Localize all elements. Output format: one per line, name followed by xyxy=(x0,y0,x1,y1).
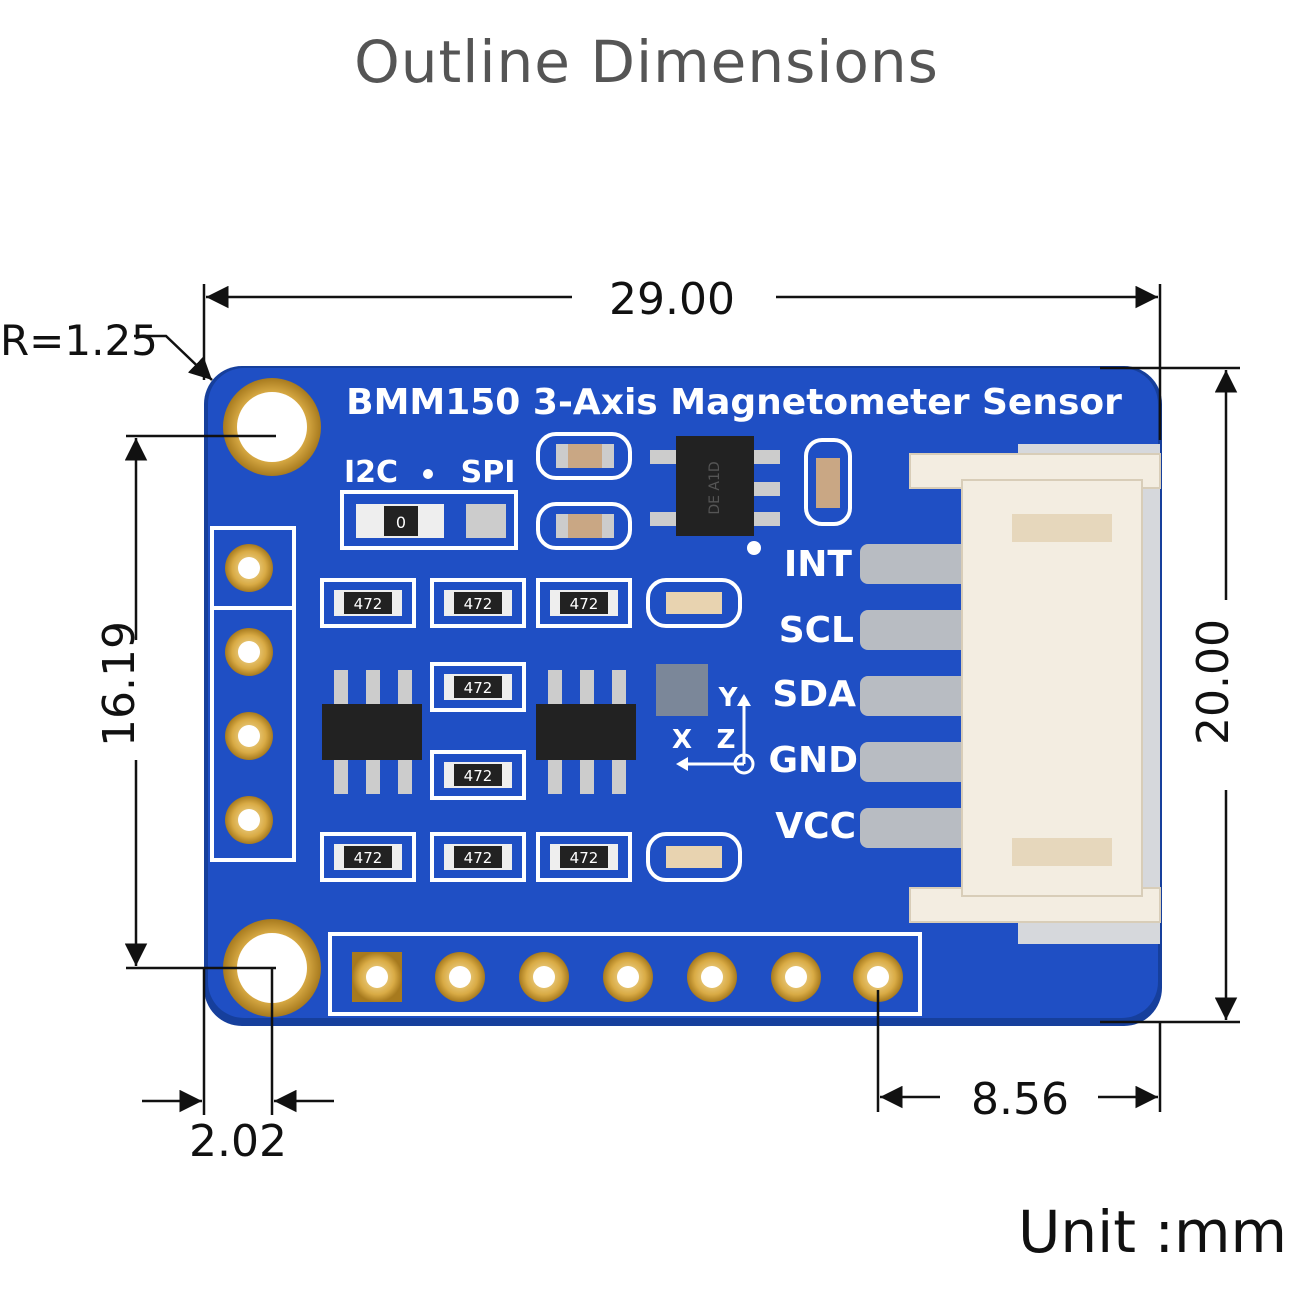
capacitor-c2 xyxy=(536,502,632,550)
i2c-label: I2C xyxy=(344,455,398,490)
pin-label-scl: SCL xyxy=(779,610,854,651)
capacitor-c5 xyxy=(646,832,742,882)
mosfet-chip-1 xyxy=(322,670,422,794)
connector-pins xyxy=(860,544,970,848)
jumper-dot xyxy=(423,469,433,479)
drawing-title: Outline Dimensions xyxy=(354,28,939,96)
axis-z-label: Z xyxy=(717,725,736,755)
pin-label-sda: SDA xyxy=(772,674,856,715)
spi-label: SPI xyxy=(461,455,516,490)
chip-marking: DE A1D xyxy=(707,461,723,514)
bottom-header xyxy=(328,932,922,1016)
jumper-box xyxy=(340,490,518,550)
pin-label-int: INT xyxy=(784,544,853,585)
axis-indicator: Y X Z xyxy=(672,683,755,775)
resistor-label: 472 xyxy=(354,595,383,613)
dim-height-label: 20.00 xyxy=(1188,619,1239,745)
resistor-r1: 472 xyxy=(320,578,416,628)
mosfet-chip-2 xyxy=(536,670,636,794)
resistor-r8: 472 xyxy=(536,832,632,882)
resistor-label: 472 xyxy=(464,595,493,613)
resistor-label: 472 xyxy=(464,849,493,867)
board-name-label: BMM150 3-Axis Magnetometer Sensor xyxy=(346,382,1122,423)
dim-width-label: 29.00 xyxy=(609,274,735,325)
regulator-chip: DE A1D xyxy=(650,436,780,536)
bmm150-sensor-chip xyxy=(656,664,708,716)
resistor-r2: 472 xyxy=(430,578,526,628)
pin-label-vcc: VCC xyxy=(775,806,856,847)
mounting-hole-top xyxy=(223,378,321,476)
axis-y-label: Y xyxy=(718,683,739,713)
pin1-dot xyxy=(747,541,761,555)
resistor-r7: 472 xyxy=(430,832,526,882)
capacitor-c3 xyxy=(804,438,852,526)
resistor-r4: 472 xyxy=(430,662,526,712)
resistor-label: 472 xyxy=(570,595,599,613)
dim-radius-label: R=1.25 xyxy=(0,316,158,365)
unit-label: Unit :mm xyxy=(1017,1198,1287,1266)
capacitor-c4 xyxy=(646,578,742,628)
pin-label-gnd: GND xyxy=(768,740,858,781)
jumper-value: 0 xyxy=(396,513,406,532)
dim-connector-offset-label: 8.56 xyxy=(971,1074,1069,1125)
pcb-board: BMM150 3-Axis Magnetometer Sensor I2C SP… xyxy=(204,366,1162,1026)
axis-x-label: X xyxy=(672,725,692,755)
dimension-lines xyxy=(124,284,1240,1115)
dim-hole-spacing-label: 16.19 xyxy=(94,621,145,747)
dim-hole-offset-label: 2.02 xyxy=(189,1116,287,1167)
left-header xyxy=(210,526,296,862)
resistor-r5: 472 xyxy=(430,750,526,800)
resistor-r6: 472 xyxy=(320,832,416,882)
resistor-label: 472 xyxy=(464,679,493,697)
resistor-label: 472 xyxy=(570,849,599,867)
capacitor-c1 xyxy=(536,432,632,480)
resistor-r3: 472 xyxy=(536,578,632,628)
resistor-label: 472 xyxy=(354,849,383,867)
resistor-label: 472 xyxy=(464,767,493,785)
jumper-pad xyxy=(466,504,506,538)
jst-connector xyxy=(909,444,1161,944)
